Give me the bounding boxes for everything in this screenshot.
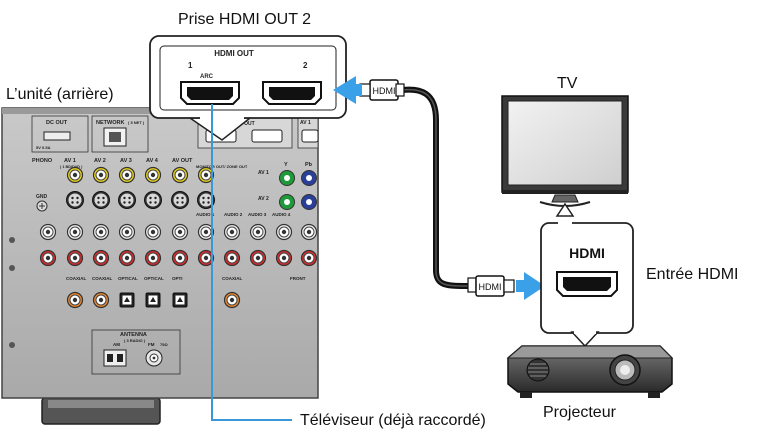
hdmi-plug-top: HDMI [359,79,405,101]
tv-lead-line [211,104,292,421]
y-label: Y [284,162,288,168]
coaxial3-jack [223,291,241,309]
av4-label: AV 4 [146,158,159,164]
optical2-label: OPTICAL [144,276,164,281]
component-av2-label: AV 2 [258,196,269,202]
am-label: AM [113,342,120,347]
av2-audio-l-jack [92,223,110,241]
hdmi-plug-bottom: HDMI [467,275,515,297]
unit-rear-label: L’unité (arrière) [6,86,114,103]
coaxial2-jack [92,291,110,309]
phono-l-jack [39,223,57,241]
phono-r-jack [39,249,57,267]
av4-audio-l-jack [144,223,162,241]
av-out-label: AV OUT [172,158,193,164]
projector-panel-hdmi-title: HDMI [569,245,605,261]
av4-audio-r-jack [144,249,162,267]
projector-hdmi-panel: HDMI [540,202,634,348]
antenna-label: ANTENNA [120,332,147,338]
coaxial1-label: COAXIAL [66,276,87,281]
optical2-jack [145,292,161,308]
callout-hdmi-out-title: HDMI OUT [214,49,254,58]
monitor-out-label: MONITOR OUT/ ZONE OUT [196,164,248,169]
dc-out-sub-label: 5V 0.5A [36,145,51,150]
av1-video-jack [66,166,84,184]
pb-label: Pb [305,162,313,168]
tv-already-connected-label: Téléviseur (déjà raccordé) [300,412,486,429]
audio4-label: AUDIO 4 [272,212,291,217]
dc-out-label: DC OUT [46,120,68,126]
front-r-jack [300,249,318,267]
av-out-audio-l-jack [171,223,189,241]
callout-arc-label: ARC [200,74,214,80]
tv-illustration [501,95,629,207]
fm-ohm-label: 75Ω [160,342,168,347]
network-sub-label: ( 5 NET ) [128,120,145,125]
hdmi-input-label: Entrée HDMI [646,266,738,283]
av1-audio-r-jack [66,249,84,267]
optical3-label: OPTI [172,276,183,281]
hdmi-out2-jack-label: Prise HDMI OUT 2 [178,11,311,28]
av3-video-jack [118,166,136,184]
optical3-jack [172,292,188,308]
callout-port2-label: 2 [303,61,308,70]
audio2-label: AUDIO 2 [224,212,243,217]
av3-svideo-jack [118,191,136,209]
audio4-l-jack [275,223,293,241]
av4-svideo-jack [144,191,162,209]
hdmi-plug-top-label: HDMI [373,86,396,96]
av-out-video-jack [171,166,189,184]
hdmi-plug-bottom-label: HDMI [479,282,502,292]
av2-video-jack [92,166,110,184]
av-out-audio-r-jack [171,249,189,267]
callout-port1-label: 1 [188,61,193,70]
audio3-l-jack [249,223,267,241]
receiver-rear-panel: DC OUT 5V 0.5A NETWORK ( 5 NET ) HDMI OU… [1,107,319,425]
av1-svideo-jack [66,191,84,209]
fm-label: FM [148,342,155,347]
optical1-jack [119,292,135,308]
audio1-label: AUDIO 1 [196,212,215,217]
phono-label: PHONO [32,158,53,164]
av1-audio-l-jack [66,223,84,241]
coaxial3-label: COAXIAL [222,276,243,281]
network-label: NETWORK [96,120,124,126]
receiver-body [1,107,319,399]
coaxial2-label: COAXIAL [92,276,113,281]
coaxial1-jack [66,291,84,309]
av3-audio-l-jack [118,223,136,241]
arrow-into-receiver [333,76,362,104]
av2-audio-r-jack [92,249,110,267]
audio3-r-jack [249,249,267,267]
gnd-label: GND [36,194,48,200]
optical1-label: OPTICAL [118,276,138,281]
projector-illustration [506,345,674,398]
component-av1-label: AV 1 [258,170,269,176]
audio4-r-jack [275,249,293,267]
av1-label: AV 1 [64,158,76,164]
hdmi-out-callout: HDMI OUT 1 2 ARC [149,35,347,141]
av3-audio-r-jack [118,249,136,267]
audio2-l-jack [223,223,241,241]
av3-label: AV 3 [120,158,132,164]
av4-video-jack [144,166,162,184]
front-l-jack [300,223,318,241]
usb-dc-port [43,131,71,141]
front-label: FRONT [290,276,306,281]
arrow-into-projector [516,272,545,300]
panel-av1-top-label: AV 1 [300,120,311,126]
av2-svideo-jack [92,191,110,209]
av-out-svideo-jack [171,191,189,209]
antenna-sub-label: ( 3 RADIO ) [124,338,146,343]
projector-label: Projecteur [543,404,617,421]
av1-sub-label: ( 1 BD/DVD ) [60,165,83,169]
tv-label: TV [557,75,578,92]
audio2-r-jack [223,249,241,267]
audio3-label: AUDIO 3 [248,212,267,217]
av2-label: AV 2 [94,158,106,164]
